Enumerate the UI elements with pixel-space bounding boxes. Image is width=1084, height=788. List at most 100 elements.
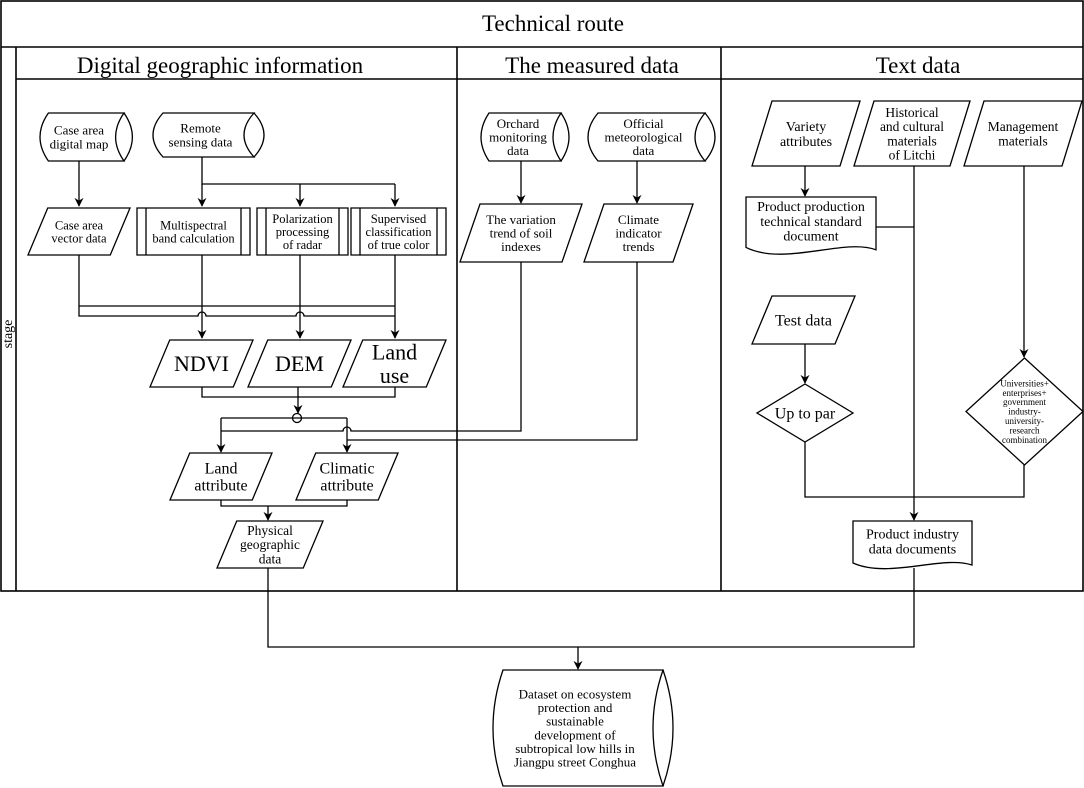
node-label-line: subtropical low hills in — [515, 741, 635, 756]
node-label-line: of Litchi — [889, 147, 936, 162]
node-label-line: trends — [623, 239, 655, 254]
node-label-line: attribute — [320, 478, 373, 495]
node-label-line: band calculation — [152, 231, 235, 245]
node-label-line: Up to par — [775, 406, 836, 423]
edge-soil-to-land — [221, 262, 522, 432]
node-label-line: development of — [534, 727, 616, 742]
stored-data-curve — [123, 112, 134, 162]
node-label-line: Dataset on ecosystem — [519, 686, 632, 701]
node-label-line: technical standard — [760, 215, 861, 230]
edge-remote-sensing-branch — [201, 157, 395, 185]
data-shape — [751, 100, 861, 167]
node-label-line: Management — [988, 119, 1059, 134]
node-label-line: Climatic — [319, 461, 374, 478]
node-label-line: of true color — [368, 238, 431, 252]
predefined-process-shape — [136, 207, 251, 256]
node-label-line: Orchard — [497, 116, 540, 131]
node-label-line: Variety — [786, 120, 826, 135]
node-label-line: Product production — [757, 200, 865, 215]
node-label-line: Multispectral — [160, 218, 227, 232]
data-shape — [963, 100, 1083, 167]
node-label-line: Official — [623, 116, 664, 131]
edge-climate-to-climatic — [347, 262, 638, 441]
node-label-line: materials — [887, 133, 936, 148]
node-label-line: Test data — [775, 313, 832, 330]
document-shape — [852, 520, 973, 570]
node-label-line: sustainable — [546, 714, 604, 729]
node-label-line: research — [1010, 426, 1040, 436]
node-label-line: Jiangpu street Conghua — [514, 755, 636, 770]
node-label-line: monitoring — [489, 130, 547, 145]
data-shape — [853, 100, 971, 167]
node-label-line: Case area — [54, 123, 104, 138]
node-ndvi: NDVI — [149, 339, 254, 388]
node-label-line: The variation — [486, 212, 556, 227]
node-label-line: DEM — [275, 351, 324, 376]
stored-data-curve — [253, 112, 265, 158]
predefined-process-shape — [350, 207, 447, 256]
node-label-line: indicator — [615, 226, 662, 241]
document-shape — [745, 196, 877, 255]
node-label-line: materials — [998, 133, 1047, 148]
node-label-line: Case area — [55, 218, 104, 232]
data-shape — [169, 452, 273, 501]
stored-data-curve — [662, 669, 674, 787]
decision-shape — [965, 357, 1084, 466]
node-label-line: Climate — [618, 212, 659, 227]
node-label-line: Supervised — [371, 212, 427, 226]
data-shape — [27, 207, 131, 256]
data-shape — [342, 339, 447, 388]
data-shape — [149, 339, 254, 388]
node-label-line: data — [633, 143, 655, 158]
node-label-line: data documents — [869, 542, 956, 557]
node-label-line: digital map — [50, 136, 109, 151]
node-label-line: trend of soil — [490, 226, 553, 241]
stored-data-curve — [560, 112, 570, 162]
node-label-line: NDVI — [174, 351, 229, 376]
lane-header-measured: The measured data — [505, 53, 679, 78]
edge-to-final-merge — [267, 568, 915, 648]
node-label-line: vector data — [51, 231, 107, 245]
node-label-line: meteorological — [605, 130, 683, 145]
node-label-line: processing — [276, 225, 330, 239]
node-label-line: geographic — [240, 537, 300, 552]
swimlane-frame — [0, 0, 1084, 592]
node-label-line: protection and — [538, 700, 613, 715]
predefined-process-shape — [256, 207, 349, 256]
node-label-line: Land — [372, 340, 417, 365]
node-iur-combination: Universities+enterprises+governmentindus… — [965, 357, 1084, 466]
edge-vector-bus — [78, 255, 395, 317]
node-label-line: Land — [205, 461, 238, 478]
node-label-line: Universities+ — [1000, 378, 1049, 388]
data-shape — [459, 203, 583, 263]
node-label-line: university- — [1005, 416, 1044, 426]
node-label-line: sensing data — [169, 134, 233, 149]
stage-label: stage — [1, 320, 16, 349]
node-label-line: classification — [366, 225, 433, 239]
data-shape — [216, 520, 324, 569]
decision-shape — [755, 383, 855, 443]
edge-attributes-merge — [220, 500, 348, 507]
node-test-data: Test data — [751, 295, 856, 345]
node-label-line: enterprises+ — [1002, 388, 1046, 398]
node-label-line: of radar — [283, 238, 323, 252]
node-label-line: indexes — [501, 239, 541, 254]
node-label-line: document — [783, 230, 838, 245]
data-shape — [583, 203, 694, 263]
stored-data-curve — [704, 112, 716, 162]
